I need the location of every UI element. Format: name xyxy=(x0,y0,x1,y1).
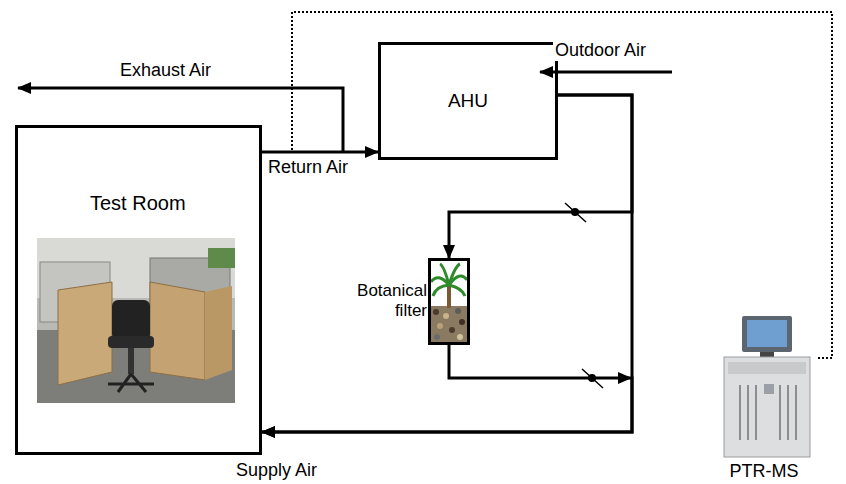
filter-branch xyxy=(449,95,632,258)
office-photo xyxy=(37,238,235,403)
junction-arrowhead xyxy=(618,372,632,384)
edge-label: Supply Air xyxy=(234,460,319,481)
room-box: Test Room xyxy=(15,125,262,455)
plant-illustration xyxy=(431,264,467,342)
node-title: AHU xyxy=(381,90,555,112)
instrument-illustration xyxy=(724,316,810,457)
filter-box: Botanical filter xyxy=(428,258,470,345)
filter-return xyxy=(262,345,632,432)
exhaust-duct xyxy=(18,88,343,152)
node-title: PTR-MS xyxy=(712,461,816,482)
node-title: Test Room xyxy=(90,192,186,215)
node-title: Botanical filter xyxy=(345,281,427,320)
instrument-node: PTR-MS xyxy=(712,314,816,482)
outdoor-duct xyxy=(540,71,672,74)
supply-duct xyxy=(262,95,632,432)
air-label: Exhaust Air xyxy=(118,60,213,81)
ahu-box: AHU xyxy=(378,42,558,160)
air-label: Outdoor Air xyxy=(553,40,648,61)
edge-label: Return Air xyxy=(266,157,350,178)
sampling-line xyxy=(262,12,832,358)
